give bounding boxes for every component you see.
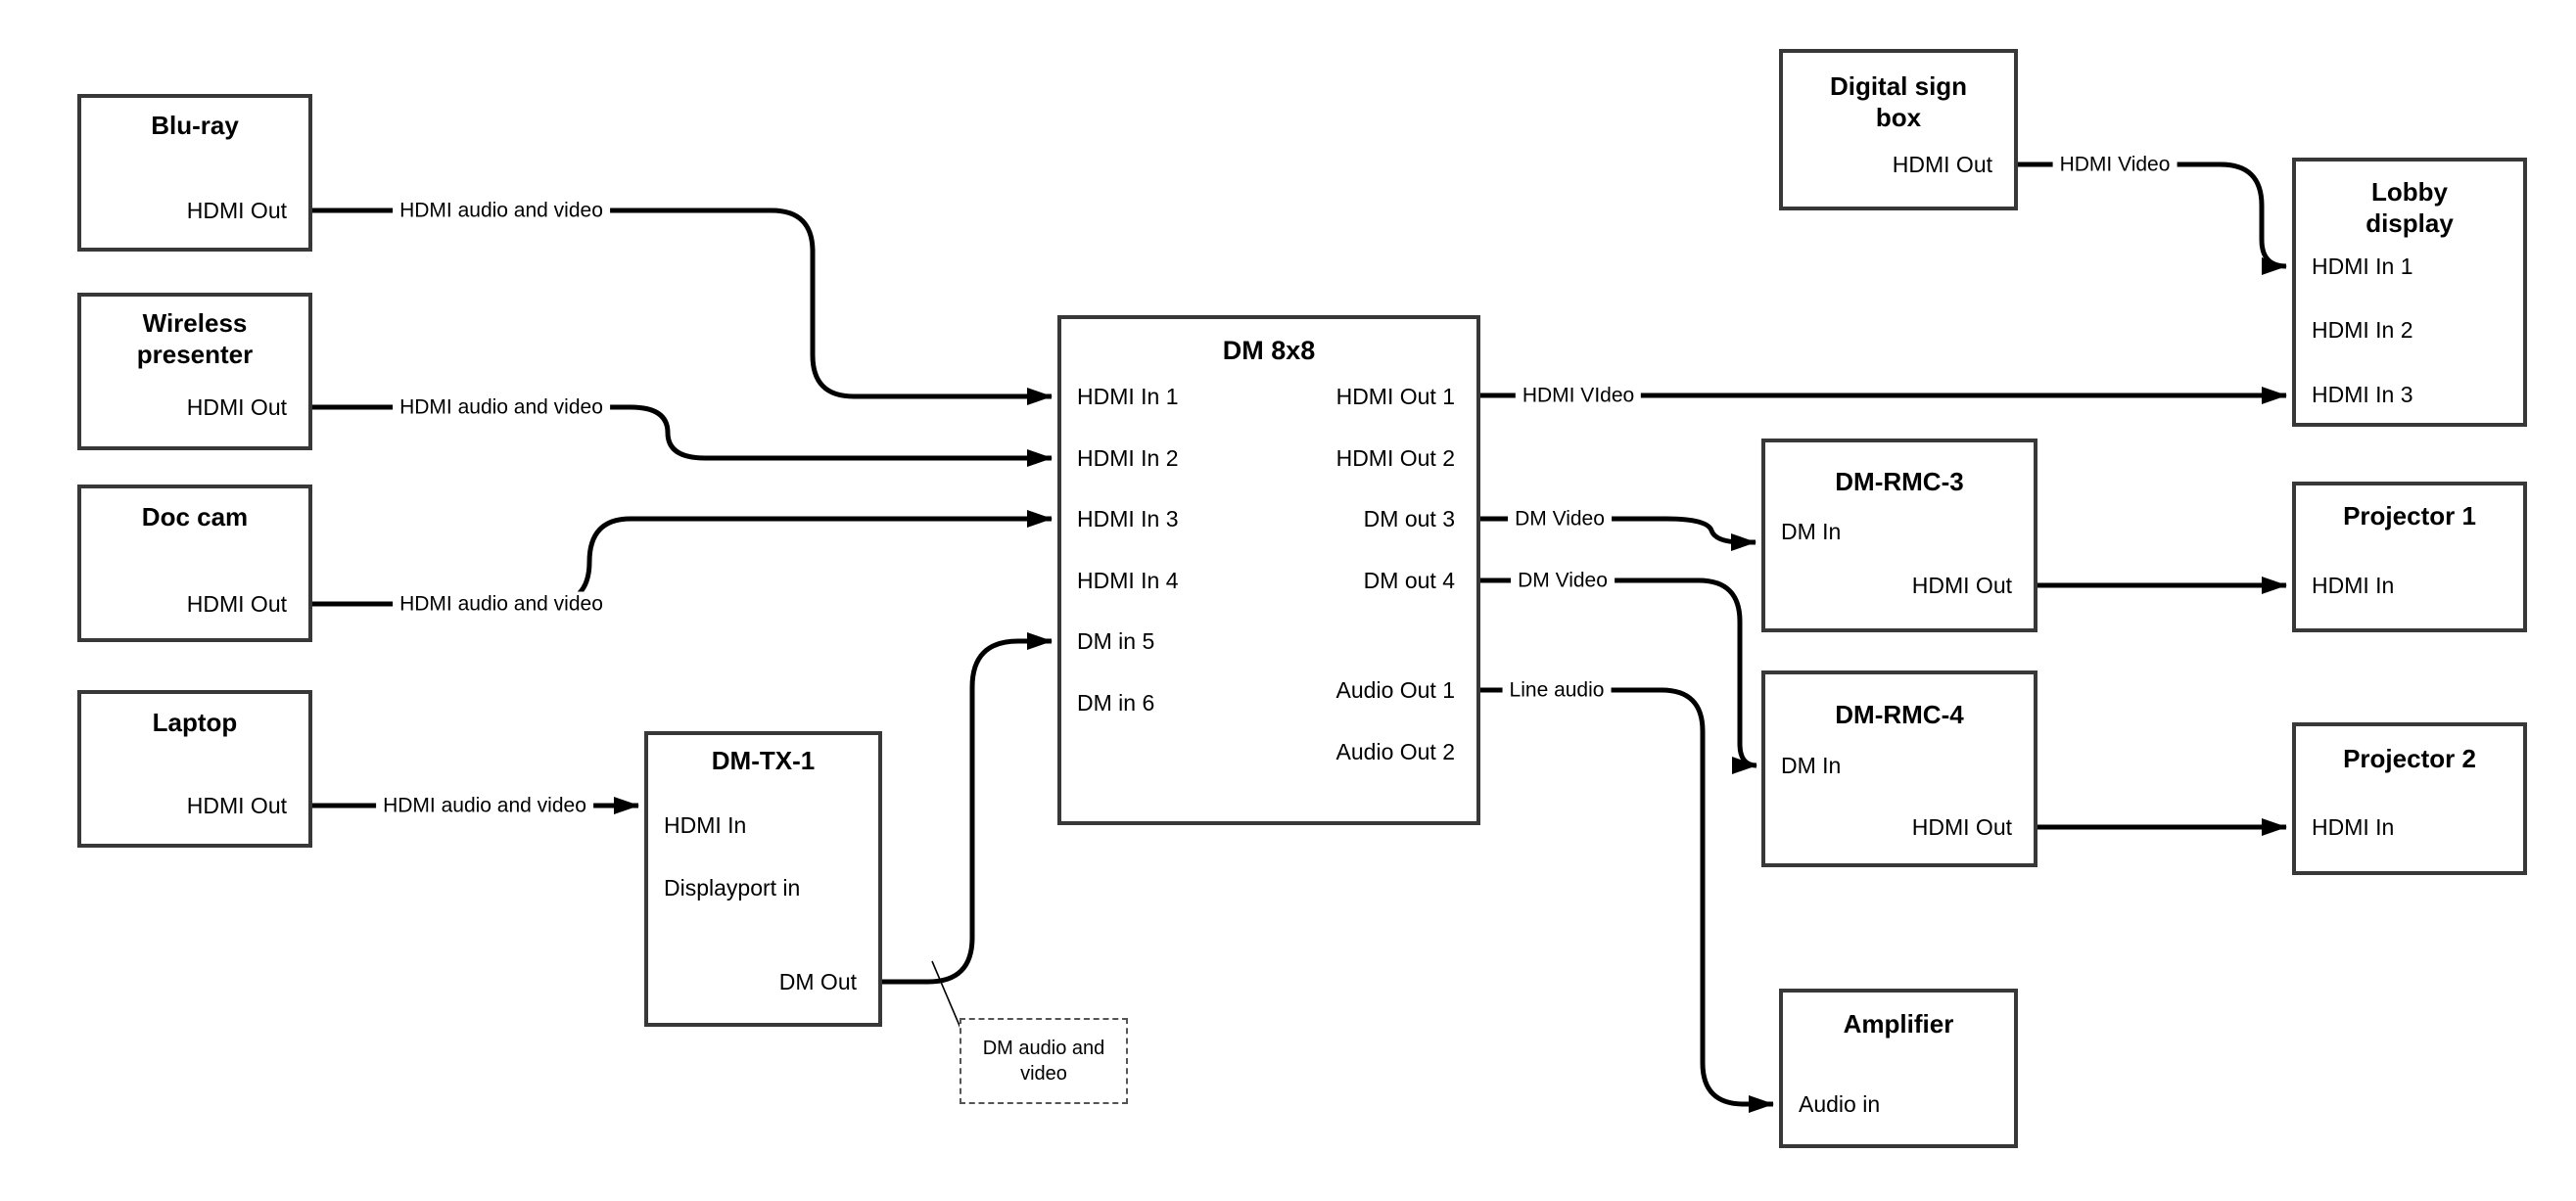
wire-label-audio-out1: Line audio bbox=[1502, 677, 1612, 703]
node-laptop: Laptop HDMI Out bbox=[77, 690, 312, 848]
wire-label-doccam: HDMI audio and video bbox=[393, 591, 610, 617]
node-amp-title: Amplifier bbox=[1843, 1009, 1954, 1039]
node-rmc4-title: DM-RMC-4 bbox=[1835, 700, 1964, 729]
wire-dm8x8-out4-to-rmc4 bbox=[1480, 577, 1757, 774]
wire-label-dm-out4: DM Video bbox=[1511, 568, 1615, 593]
node-dm-rmc-3: DM-RMC-3 DM In HDMI Out bbox=[1761, 439, 2037, 632]
port-amp-audio-in: Audio in bbox=[1799, 1091, 1881, 1117]
node-bluray: Blu-ray HDMI Out bbox=[77, 94, 312, 252]
port-dm8x8-hdmi-out-1: HDMI Out 1 bbox=[1335, 384, 1455, 409]
wire-label-bluray: HDMI audio and video bbox=[393, 198, 610, 223]
port-dm8x8-hdmi-in-4: HDMI In 4 bbox=[1077, 568, 1179, 593]
port-dmtx1-hdmi-in: HDMI In bbox=[664, 812, 747, 838]
port-laptop-hdmi-out: HDMI Out bbox=[186, 793, 287, 818]
wire-label-wireless: HDMI audio and video bbox=[393, 394, 610, 420]
port-rmc3-hdmi-out: HDMI Out bbox=[1911, 573, 2012, 598]
wire-label-dm-out3: DM Video bbox=[1508, 506, 1612, 531]
port-bluray-hdmi-out: HDMI Out bbox=[186, 198, 287, 223]
node-amplifier: Amplifier Audio in bbox=[1779, 989, 2018, 1148]
port-digisign-hdmi-out: HDMI Out bbox=[1892, 152, 1992, 177]
node-proj1-title: Projector 1 bbox=[2343, 501, 2476, 531]
port-rmc4-dm-in: DM In bbox=[1781, 753, 1842, 778]
node-dm8x8-title: DM 8x8 bbox=[1222, 336, 1316, 365]
wire-label-digisign: HDMI Video bbox=[2052, 152, 2178, 177]
node-rmc3-title: DM-RMC-3 bbox=[1835, 467, 1964, 496]
port-dm8x8-dm-out-3: DM out 3 bbox=[1363, 506, 1455, 531]
node-dm-8x8: DM 8x8 HDMI In 1 HDMI In 2 HDMI In 3 HDM… bbox=[1057, 315, 1480, 825]
port-dm8x8-hdmi-out-2: HDMI Out 2 bbox=[1335, 445, 1455, 471]
port-proj2-hdmi-in: HDMI In bbox=[2312, 814, 2395, 840]
node-proj2-title: Projector 2 bbox=[2343, 744, 2476, 773]
port-doccam-hdmi-out: HDMI Out bbox=[186, 591, 287, 617]
port-dm8x8-hdmi-in-3: HDMI In 3 bbox=[1077, 506, 1179, 531]
wire-bluray-to-dm8x8-in1 bbox=[312, 208, 1053, 405]
port-dm8x8-dm-out-4: DM out 4 bbox=[1363, 568, 1455, 593]
node-dmtx1-title: DM-TX-1 bbox=[711, 746, 816, 775]
port-dmtx1-dm-out: DM Out bbox=[778, 969, 857, 994]
port-lobby-hdmi-in-1: HDMI In 1 bbox=[2312, 254, 2413, 279]
wire-wireless-to-dm8x8-in2 bbox=[312, 404, 1053, 467]
wire-dmtx1-to-dm8x8-in5 bbox=[882, 632, 1053, 985]
port-wireless-hdmi-out: HDMI Out bbox=[186, 394, 287, 420]
port-dm8x8-audio-out-2: Audio Out 2 bbox=[1335, 739, 1455, 764]
wire-label-hdmi-out1: HDMI VIdeo bbox=[1515, 383, 1642, 408]
node-digisign-title: Digital sign box bbox=[1829, 71, 1968, 132]
port-proj1-hdmi-in: HDMI In bbox=[2312, 573, 2395, 598]
port-lobby-hdmi-in-2: HDMI In 2 bbox=[2312, 317, 2413, 343]
node-doccam-title: Doc cam bbox=[141, 502, 249, 531]
wire-label-laptop: HDMI audio and video bbox=[376, 793, 593, 818]
node-lobby-display: Lobby display HDMI In 1 HDMI In 2 HDMI I… bbox=[2292, 158, 2527, 427]
node-digital-sign-box: Digital sign box HDMI Out bbox=[1779, 49, 2018, 210]
wire-digisign-to-lobby-in1 bbox=[2018, 162, 2287, 275]
node-projector-2: Projector 2 HDMI In bbox=[2292, 722, 2527, 875]
port-rmc4-hdmi-out: HDMI Out bbox=[1911, 814, 2012, 840]
port-rmc3-dm-in: DM In bbox=[1781, 519, 1842, 544]
node-dm-tx-1: DM-TX-1 HDMI In Displayport in DM Out bbox=[644, 731, 882, 1027]
port-dm8x8-audio-out-1: Audio Out 1 bbox=[1335, 677, 1455, 703]
port-dm8x8-hdmi-in-1: HDMI In 1 bbox=[1077, 384, 1179, 409]
port-dm8x8-hdmi-in-2: HDMI In 2 bbox=[1077, 445, 1179, 471]
port-dmtx1-displayport-in: Displayport in bbox=[664, 875, 801, 901]
node-doc-cam: Doc cam HDMI Out bbox=[77, 485, 312, 642]
port-dm8x8-dm-in-5: DM in 5 bbox=[1077, 628, 1155, 654]
node-lobby-title: Lobby display bbox=[2365, 177, 2454, 238]
node-bluray-title: Blu-ray bbox=[151, 111, 239, 140]
wire-dm8x8-audio1-to-amp bbox=[1480, 687, 1774, 1113]
node-projector-1: Projector 1 HDMI In bbox=[2292, 482, 2527, 632]
wire-dm8x8-out3-to-rmc3 bbox=[1480, 516, 1756, 551]
node-dm-rmc-4: DM-RMC-4 DM In HDMI Out bbox=[1761, 670, 2037, 867]
node-wireless-title: Wireless presenter bbox=[136, 308, 254, 369]
note-dm-audio-and-video: DM audio and video bbox=[960, 1018, 1128, 1104]
node-laptop-title: Laptop bbox=[152, 708, 238, 737]
port-lobby-hdmi-in-3: HDMI In 3 bbox=[2312, 382, 2413, 407]
port-dm8x8-dm-in-6: DM in 6 bbox=[1077, 690, 1155, 716]
node-wireless-presenter: Wireless presenter HDMI Out bbox=[77, 293, 312, 450]
